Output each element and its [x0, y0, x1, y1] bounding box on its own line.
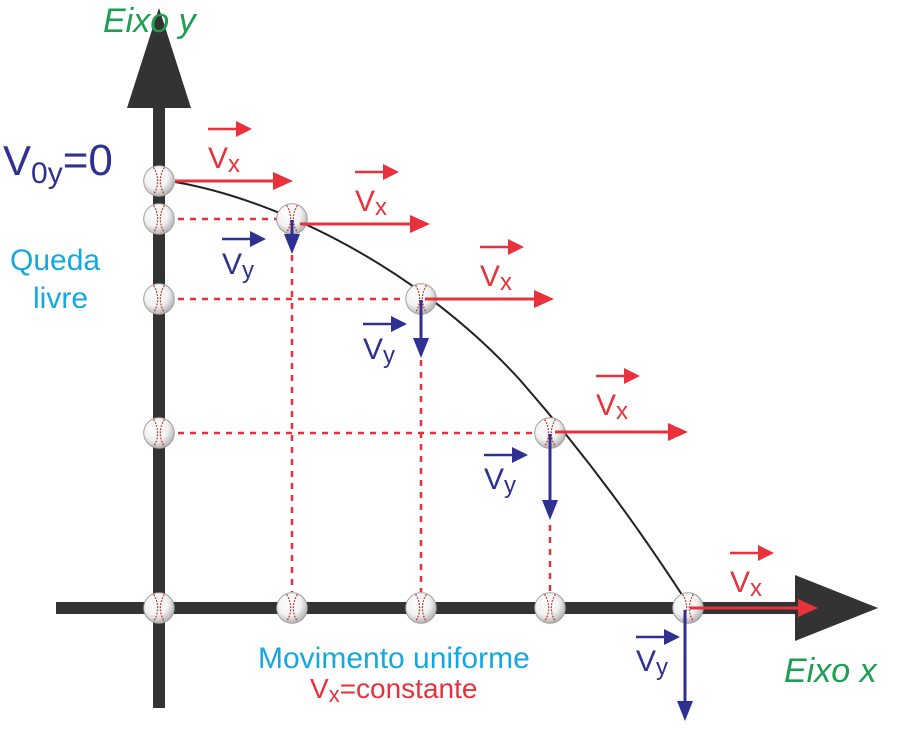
y-axis-arrowhead	[127, 8, 191, 108]
baseball-icon	[534, 592, 566, 624]
vy-label: Vy	[363, 333, 395, 369]
vx-label: Vx	[208, 142, 240, 178]
vx-label: Vx	[355, 185, 387, 221]
baseball-icon	[143, 203, 175, 235]
y-axis	[127, 8, 191, 708]
baseball-icon	[276, 592, 308, 624]
vy-label: Vy	[222, 248, 254, 284]
vy-label-arrows	[222, 231, 680, 645]
vy-label: Vy	[484, 463, 516, 499]
vx-labels: Vx Vx Vx Vx Vx	[208, 142, 762, 602]
uniform-motion-equation: Vx=constante	[310, 673, 477, 707]
vx-label: Vx	[480, 260, 512, 296]
initial-vertical-velocity-label: V0y=0	[3, 136, 113, 190]
vy-label: Vy	[636, 645, 668, 681]
vertical-projection-lines	[290, 255, 552, 592]
vx-label: Vx	[730, 566, 762, 602]
vx-vectors	[175, 172, 818, 617]
baseball-icon	[143, 592, 175, 624]
free-fall-label-line1: Queda	[10, 244, 100, 277]
horizontal-projection-lines	[178, 217, 535, 435]
vy-vectors	[284, 220, 693, 721]
baseball-icon	[143, 417, 175, 449]
baseball-icon	[405, 592, 437, 624]
x-axis-arrowhead	[795, 575, 878, 641]
trajectory-curve	[174, 181, 689, 605]
uniform-motion-title: Movimento uniforme	[258, 642, 530, 675]
vx-label: Vx	[596, 389, 628, 425]
vy-labels: Vy Vy Vy Vy	[222, 248, 668, 681]
x-axis-label: Eixo x	[784, 652, 878, 690]
baseball-icon	[143, 165, 175, 197]
baseball-icon	[143, 283, 175, 315]
free-fall-label-line2: livre	[33, 282, 88, 315]
y-axis-label: Eixo y	[103, 2, 198, 40]
vx-label-arrows	[208, 121, 774, 561]
